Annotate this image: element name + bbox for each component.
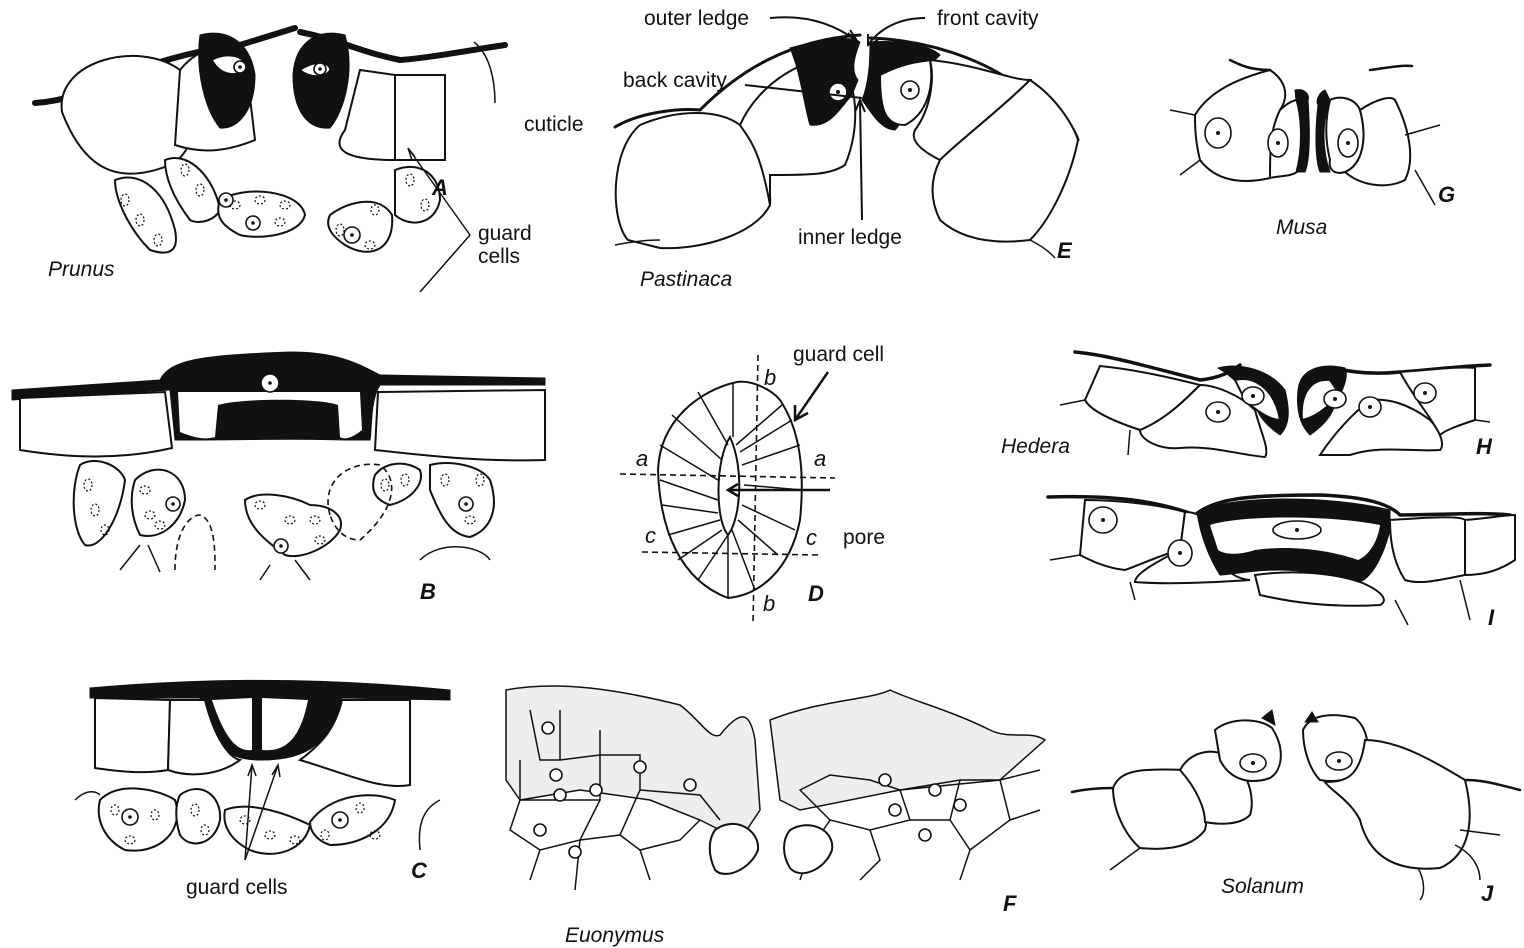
panel-c-drawing [74, 679, 451, 861]
genus-pastinaca: Pastinaca [640, 268, 733, 291]
label-inner-ledge: inner ledge [798, 226, 902, 249]
axis-label-b-top: b [764, 365, 777, 390]
panel-e-drawing [613, 16, 1080, 259]
panel-letter-e: E [1057, 238, 1072, 263]
label-outer-ledge: outer ledge [644, 7, 750, 30]
genus-euonymus: Euonymus [565, 924, 665, 947]
panel-letter-j: J [1481, 881, 1494, 906]
panel-letter-c: C [411, 858, 427, 883]
panel-letter-b: B [420, 579, 436, 604]
panel-letter-i: I [1488, 605, 1495, 630]
panel-letter-f: F [1003, 891, 1017, 916]
panel-i-drawing [1046, 493, 1516, 626]
label-guard-cells-a: guard cells [478, 222, 532, 269]
panel-b-drawing [11, 351, 546, 581]
panel-a-drawing [32, 25, 508, 293]
genus-solanum: Solanum [1221, 875, 1304, 898]
genus-hedera: Hedera [1001, 435, 1070, 458]
label-cuticle: cuticle [524, 113, 584, 136]
label-back-cavity: back cavity [623, 69, 727, 92]
label-guard-cell: guard cell [793, 343, 885, 366]
panel-j-drawing [1070, 709, 1522, 901]
panel-letter-a: A [432, 175, 448, 200]
panel-letter-h: H [1476, 434, 1492, 459]
genus-prunus: Prunus [48, 258, 115, 281]
panel-g-drawing [1169, 58, 1441, 206]
panel-d-drawing [619, 354, 836, 626]
panel-f-drawing [505, 685, 1047, 891]
label-pore: pore [843, 526, 886, 549]
label-guard-cells-c: guard cells [186, 876, 288, 899]
axis-label-c-left: c [645, 523, 656, 548]
axis-label-a-left: a [636, 446, 649, 471]
genus-musa: Musa [1276, 216, 1328, 239]
panel-letter-g: G [1438, 182, 1456, 207]
panel-h-drawing [1059, 350, 1492, 459]
axis-label-a-right: a [814, 446, 827, 471]
panel-letter-d: D [808, 581, 824, 606]
label-front-cavity: front cavity [937, 7, 1039, 30]
axis-label-b-bottom: b [763, 591, 776, 616]
axis-label-c-right: c [806, 525, 817, 550]
